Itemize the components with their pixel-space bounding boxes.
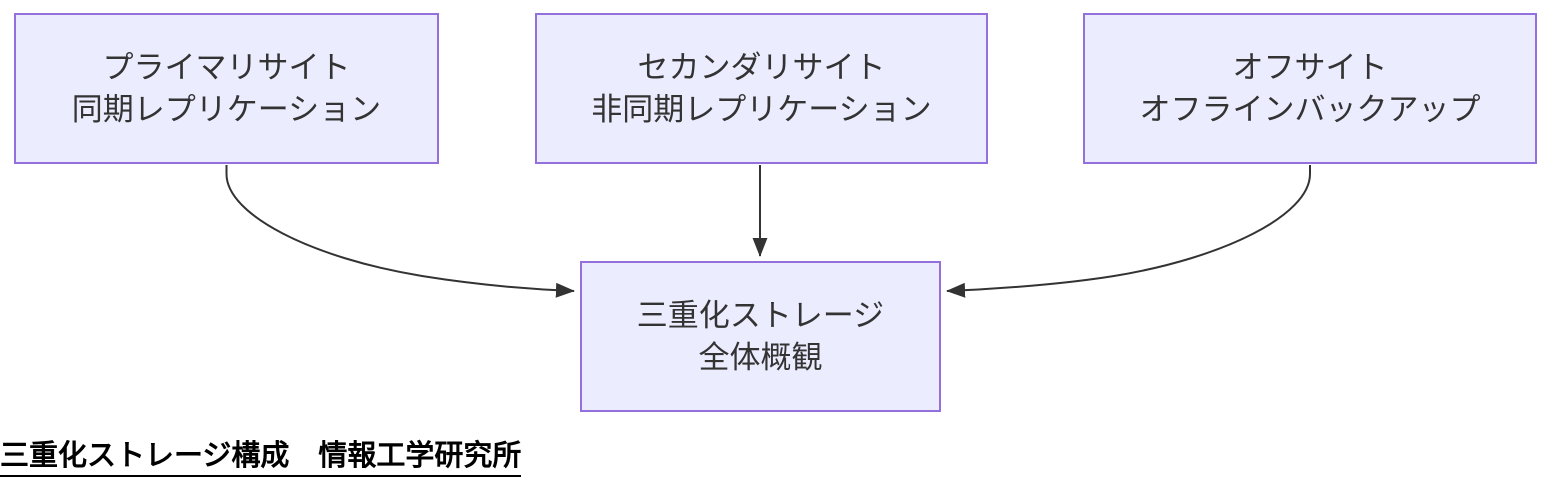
node-central-line1: 三重化ストレージ — [636, 297, 885, 333]
node-primary-site: プライマリサイト 同期レプリケーション — [14, 13, 439, 164]
node-offsite-line2: オフラインバックアップ — [1139, 91, 1481, 127]
node-secondary-site: セカンダリサイト 非同期レプリケーション — [535, 13, 988, 164]
node-central-line2: 全体概観 — [698, 339, 823, 375]
edge-primary-to-central — [225, 165, 575, 298]
node-offsite: オフサイト オフラインバックアップ — [1083, 13, 1537, 164]
diagram-caption-text: 三重化ストレージ構成 情報工学研究所 — [0, 439, 522, 477]
diagram-caption: 三重化ストレージ構成 情報工学研究所 — [0, 439, 522, 477]
edge-offsite-to-central — [946, 165, 1311, 298]
node-secondary-line2: 非同期レプリケーション — [591, 91, 932, 127]
node-primary-line2: 同期レプリケーション — [71, 91, 382, 127]
node-secondary-line1: セカンダリサイト — [637, 49, 886, 85]
node-primary-line1: プライマリサイト — [102, 49, 351, 85]
node-offsite-line1: オフサイト — [1232, 49, 1388, 85]
node-central-storage: 三重化ストレージ 全体概観 — [580, 261, 941, 412]
